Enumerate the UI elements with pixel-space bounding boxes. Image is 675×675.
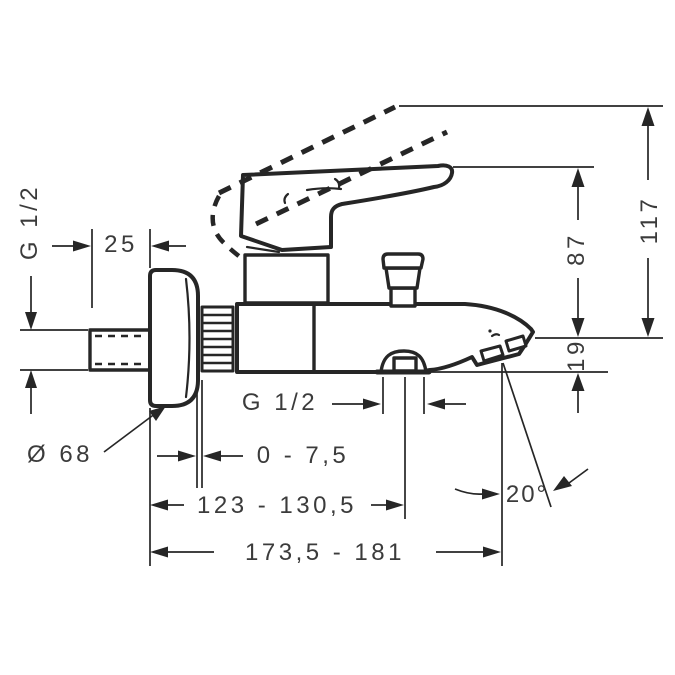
- aerator-dot: [488, 329, 492, 333]
- dim-label-flange-diameter: Ø 68: [26, 441, 94, 468]
- dim-label-thread-left: G 1/2: [16, 183, 43, 261]
- dimension-lines: [25, 107, 655, 558]
- dim-label-height-handle: 87: [563, 232, 590, 266]
- angle-slant-line: [502, 362, 552, 508]
- aerator: [479, 344, 505, 363]
- faucet-body-group: [88, 163, 535, 408]
- escutcheon-curve: [184, 277, 191, 399]
- dim-label-height-total: 117: [636, 195, 663, 245]
- escutcheon: [148, 268, 200, 408]
- diverter-knob: [381, 252, 425, 308]
- handle-detail: [283, 192, 290, 205]
- dim-label-thread-bottom: G 1/2: [241, 389, 319, 416]
- shower-outlet-port: [392, 356, 418, 373]
- nut-ridges: [202, 313, 233, 365]
- dim-label-spout-drop: 19: [563, 338, 590, 372]
- reference-lines: [20, 105, 663, 566]
- aerator: [504, 334, 528, 353]
- dim-label-reach-mid: 123 - 130,5: [197, 492, 357, 519]
- handle-lip: [245, 245, 281, 254]
- body-and-spout: [235, 302, 535, 374]
- lever-handle: [239, 163, 455, 252]
- dim-label-wall-depth: 25: [104, 231, 138, 258]
- dim-label-reach-total: 173,5 - 181: [245, 539, 405, 566]
- handle-base: [243, 253, 330, 305]
- dim-label-spout-angle: 20°: [505, 481, 549, 508]
- handle-raised-outline: [210, 104, 449, 259]
- dim-label-adjust-range: 0 - 7,5: [256, 442, 350, 469]
